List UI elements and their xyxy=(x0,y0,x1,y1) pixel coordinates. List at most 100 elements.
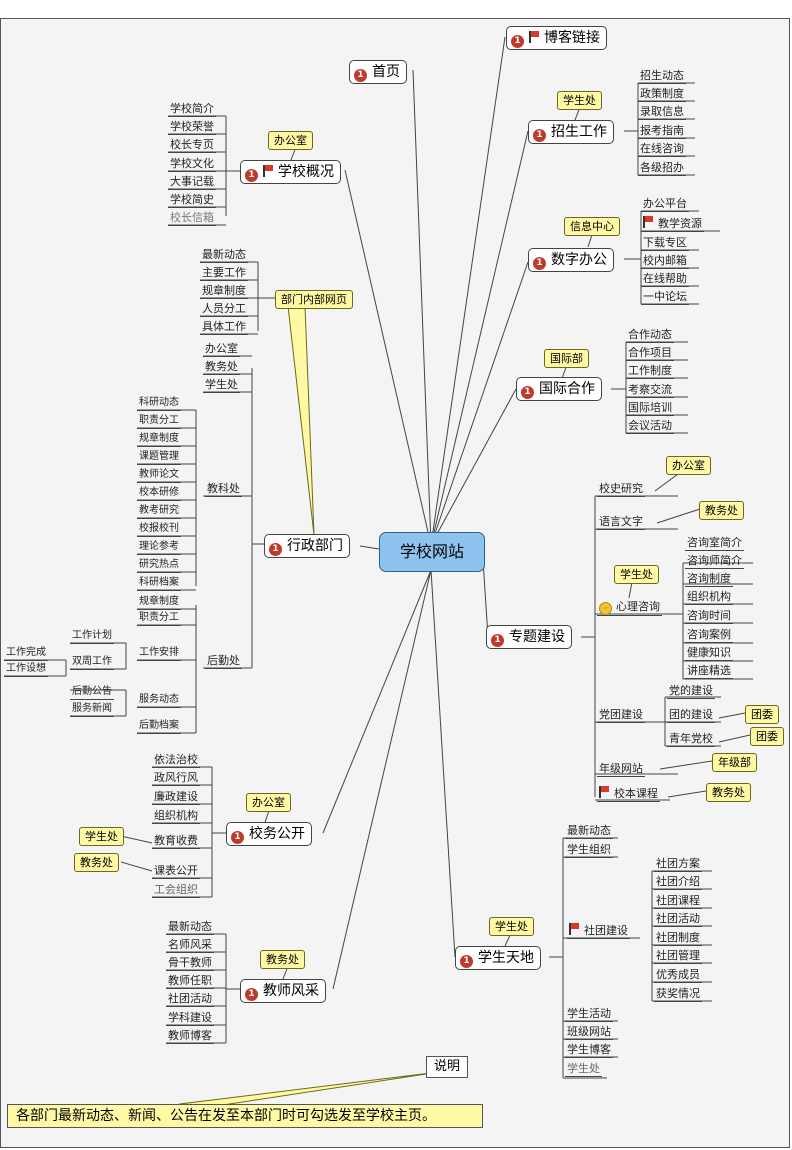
psych-item[interactable]: 健康知识 xyxy=(685,646,733,661)
houqin-item[interactable]: 规章制度 xyxy=(137,594,181,610)
club-item[interactable]: 社团介绍 xyxy=(654,875,702,890)
affairs-item[interactable]: 工会组织 xyxy=(152,883,200,898)
digital-item[interactable]: 下载专区 xyxy=(641,236,689,251)
teacher-item[interactable]: 社团活动 xyxy=(166,992,214,1007)
psych-item[interactable]: 咨询时间 xyxy=(685,609,733,624)
dept-page-item[interactable]: 规章制度 xyxy=(200,284,248,299)
dept-page-item[interactable]: 主要工作 xyxy=(200,266,248,281)
logistics-notice[interactable]: 后勤公告 xyxy=(70,684,114,700)
special-courses[interactable]: 校本课程 xyxy=(597,786,660,802)
affairs-item[interactable]: 政风行风 xyxy=(152,771,200,786)
student-item[interactable]: 学生组织 xyxy=(565,843,613,858)
admin-dept-item[interactable]: 学生处 xyxy=(203,378,240,393)
digital-item[interactable]: 教学资源 xyxy=(641,216,704,232)
party-item[interactable]: 团的建设 xyxy=(667,708,715,723)
dept-page-item[interactable]: 具体工作 xyxy=(200,320,248,335)
dept-page-item[interactable]: 人员分工 xyxy=(200,302,248,317)
jiaoke-item[interactable]: 理论参考 xyxy=(137,539,181,555)
logistics-archive[interactable]: 后勤档案 xyxy=(137,718,181,734)
special-language[interactable]: 语言文字 xyxy=(597,515,645,530)
jiaoke-item[interactable]: 科研档案 xyxy=(137,575,181,591)
digital-item[interactable]: 校内邮箱 xyxy=(641,254,689,269)
jiaoke-item[interactable]: 校报校刊 xyxy=(137,521,181,537)
club-item[interactable]: 获奖情况 xyxy=(654,987,702,1002)
intl-item[interactable]: 考察交流 xyxy=(626,383,674,398)
digital-item[interactable]: 一中论坛 xyxy=(641,290,689,305)
psych-item[interactable]: 咨询案例 xyxy=(685,628,733,643)
school-item[interactable]: 校长信箱 xyxy=(168,211,216,226)
service-updates[interactable]: 服务动态 xyxy=(137,692,181,708)
affairs-item[interactable]: 廉政建设 xyxy=(152,790,200,805)
club-item[interactable]: 社团课程 xyxy=(654,894,702,909)
enroll-item[interactable]: 报考指南 xyxy=(638,124,686,139)
central-topic[interactable]: 学校网站 xyxy=(379,532,485,572)
jiaoke-item[interactable]: 规章制度 xyxy=(137,431,181,447)
admin-dept-houqin[interactable]: 后勤处 xyxy=(205,654,242,669)
affairs-item[interactable]: 课表公开 xyxy=(152,864,200,879)
digital-item[interactable]: 在线帮助 xyxy=(641,272,689,287)
enroll-item[interactable]: 各级招办 xyxy=(638,161,686,176)
affairs-item[interactable]: 依法治校 xyxy=(152,753,200,768)
enroll-item[interactable]: 在线咨询 xyxy=(638,142,686,157)
teacher-item[interactable]: 最新动态 xyxy=(166,920,214,935)
affairs-item[interactable]: 组织机构 xyxy=(152,809,200,824)
jiaoke-item[interactable]: 研究热点 xyxy=(137,557,181,573)
school-item[interactable]: 学校简介 xyxy=(168,102,216,117)
service-news[interactable]: 服务新闻 xyxy=(70,701,114,717)
biweekly-work[interactable]: 双周工作 xyxy=(70,654,114,670)
club-item[interactable]: 社团制度 xyxy=(654,931,702,946)
intl-item[interactable]: 国际培训 xyxy=(626,401,674,416)
work-ideas[interactable]: 工作设想 xyxy=(4,661,48,677)
affairs-item[interactable]: 教育收费 xyxy=(152,834,200,849)
psych-item[interactable]: 咨询制度 xyxy=(685,572,733,587)
club-item[interactable]: 优秀成员 xyxy=(654,968,702,983)
club-item[interactable]: 社团管理 xyxy=(654,949,702,964)
work-plan[interactable]: 工作计划 xyxy=(70,628,114,644)
intl-item[interactable]: 会议活动 xyxy=(626,419,674,434)
student-item[interactable]: 学生博客 xyxy=(565,1043,613,1058)
note-label[interactable]: 说明 xyxy=(426,1056,469,1078)
intl-item[interactable]: 合作动态 xyxy=(626,328,674,343)
admin-dept-item[interactable]: 办公室 xyxy=(203,342,240,357)
admin-dept-item[interactable]: 教务处 xyxy=(203,360,240,375)
work-completed[interactable]: 工作完成 xyxy=(4,645,48,661)
party-item[interactable]: 党的建设 xyxy=(667,684,715,699)
houqin-work-arrangement[interactable]: 工作安排 xyxy=(137,645,181,661)
special-grade-sites[interactable]: 年级网站 xyxy=(597,762,645,777)
intl-item[interactable]: 合作项目 xyxy=(626,346,674,361)
teacher-item[interactable]: 学科建设 xyxy=(166,1011,214,1026)
school-item[interactable]: 大事记载 xyxy=(168,175,216,190)
special-party[interactable]: 党团建设 xyxy=(597,708,645,723)
student-item[interactable]: 最新动态 xyxy=(565,824,613,839)
school-item[interactable]: 校长专页 xyxy=(168,138,216,153)
jiaoke-item[interactable]: 教考研究 xyxy=(137,503,181,519)
party-item[interactable]: 青年党校 xyxy=(667,732,715,747)
club-item[interactable]: 社团活动 xyxy=(654,912,702,927)
student-clubs[interactable]: 社团建设 xyxy=(567,923,630,939)
psych-item[interactable]: 咨询师简介 xyxy=(685,554,744,569)
jiaoke-item[interactable]: 职责分工 xyxy=(137,413,181,429)
jiaoke-item[interactable]: 科研动态 xyxy=(137,395,181,411)
admin-dept-jiaoke[interactable]: 教科处 xyxy=(205,482,242,497)
houqin-item[interactable]: 职责分工 xyxy=(137,610,181,626)
enroll-item[interactable]: 录取信息 xyxy=(638,105,686,120)
psych-item[interactable]: 讲座精选 xyxy=(685,664,733,679)
teacher-item[interactable]: 名师风采 xyxy=(166,938,214,953)
enroll-item[interactable]: 政策制度 xyxy=(638,87,686,102)
school-item[interactable]: 学校荣誉 xyxy=(168,120,216,135)
school-item[interactable]: 学校简史 xyxy=(168,193,216,208)
jiaoke-item[interactable]: 教师论文 xyxy=(137,467,181,483)
digital-item[interactable]: 办公平台 xyxy=(641,197,689,212)
intl-item[interactable]: 工作制度 xyxy=(626,364,674,379)
psych-item[interactable]: 咨询室简介 xyxy=(685,536,744,551)
special-history[interactable]: 校史研究 xyxy=(597,482,645,497)
